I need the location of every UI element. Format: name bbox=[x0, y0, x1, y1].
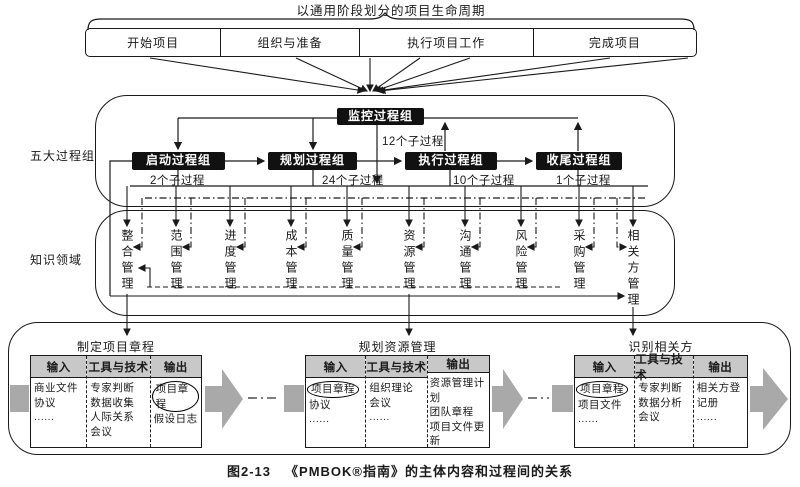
knowledge-area-procurement: 采购管理 bbox=[572, 229, 586, 293]
closing-process-group-box: 收尾过程组 bbox=[536, 152, 622, 170]
list-item: 项目文件更新 bbox=[429, 420, 485, 448]
list-item: ...... bbox=[369, 411, 390, 423]
monitoring-subprocess-count: 12个子过程 bbox=[382, 136, 444, 148]
list-item: ...... bbox=[309, 413, 330, 425]
phase-execute: 执行项目工作 bbox=[358, 29, 533, 56]
circled-project-charter: 项目章程 bbox=[307, 381, 359, 398]
list-item: 假设日志 bbox=[153, 413, 198, 425]
list-item: 专家判断 bbox=[90, 382, 135, 394]
lifecycle-phase-row: 开始项目 组织与准备 执行项目工作 完成项目 bbox=[85, 28, 697, 57]
knowledge-area-integration: 整合管理 bbox=[120, 229, 134, 293]
tools-list: 专家判断 数据分析 会议 bbox=[635, 378, 692, 425]
list-item: 商业文件 bbox=[34, 382, 78, 394]
planning-process-group-box: 规划过程组 bbox=[268, 152, 357, 170]
tools-list: 专家判断 数据收集 人际关系 会议 bbox=[87, 378, 149, 439]
circled-project-charter: 项目章程 bbox=[576, 381, 628, 398]
list-item: 组织理论 bbox=[369, 382, 414, 394]
knowledge-area-cost: 成本管理 bbox=[284, 229, 298, 293]
figure-number: 图2-13 bbox=[227, 464, 272, 479]
executing-subprocess-count: 10个子过程 bbox=[453, 175, 515, 187]
input-list: 项目章程 协议 ...... bbox=[306, 378, 365, 427]
knowledge-area-schedule: 进度管理 bbox=[223, 229, 237, 293]
process-groups-container bbox=[95, 95, 675, 207]
knowledge-area-communication: 沟通管理 bbox=[458, 229, 472, 293]
planning-subprocess-count: 24个子过程 bbox=[322, 175, 384, 187]
process-table-plan-resource: 输入 项目章程 协议 ...... 工具与技术 组织理论 会议 ...... 输… bbox=[305, 355, 490, 448]
output-list: 资源管理计划 团队章程 项目文件更新 bbox=[428, 373, 489, 449]
process-title-develop-charter: 制定项目章程 bbox=[76, 340, 155, 354]
knowledge-areas-side-label: 知识领域 bbox=[30, 253, 83, 267]
closing-subprocess-count: 1个子过程 bbox=[556, 175, 611, 187]
process-title-identify-stakeholders: 识别相关方 bbox=[628, 340, 694, 354]
figure-title: 《PMBOK®指南》的主体内容和过程间的关系 bbox=[285, 464, 573, 479]
list-item: 协议 bbox=[34, 396, 56, 409]
input-header: 输入 bbox=[575, 356, 635, 378]
list-item: 人际关系 bbox=[90, 411, 135, 423]
knowledge-area-resource: 资源管理 bbox=[402, 229, 416, 293]
list-item: 会议 bbox=[369, 396, 392, 409]
list-item: ...... bbox=[34, 411, 55, 423]
output-header: 输出 bbox=[693, 356, 747, 378]
list-item: 资源管理计划 bbox=[429, 377, 485, 404]
list-item: 专家判断 bbox=[638, 382, 683, 394]
knowledge-area-stakeholder: 相关方管理 bbox=[626, 229, 640, 309]
phase-finish: 完成项目 bbox=[532, 29, 696, 56]
output-header: 输出 bbox=[150, 356, 202, 378]
input-list: 项目章程 项目文件 ...... bbox=[575, 378, 634, 427]
output-header: 输出 bbox=[427, 356, 489, 373]
tools-list: 组织理论 会议 ...... bbox=[366, 378, 426, 425]
input-list: 商业文件 协议 ...... bbox=[31, 378, 86, 425]
input-header: 输入 bbox=[306, 356, 366, 378]
list-item: ...... bbox=[696, 411, 718, 423]
tools-header: 工具与技术 bbox=[635, 354, 693, 382]
list-item: ...... bbox=[578, 413, 599, 425]
output-list: 项目章程 假设日志 bbox=[151, 378, 201, 427]
list-item: 相关方登记册 bbox=[696, 382, 741, 409]
process-groups-side-label: 五大过程组 bbox=[30, 149, 96, 163]
tools-header: 工具与技术 bbox=[366, 356, 427, 378]
phase-organize: 组织与准备 bbox=[220, 29, 358, 56]
knowledge-area-risk: 风险管理 bbox=[514, 229, 528, 293]
list-item: 项目文件 bbox=[578, 398, 622, 411]
initiating-subprocess-count: 2个子过程 bbox=[150, 175, 205, 187]
figure-caption: 图2-13 《PMBOK®指南》的主体内容和过程间的关系 bbox=[0, 461, 800, 480]
knowledge-area-scope: 范围管理 bbox=[169, 229, 183, 293]
output-list: 相关方登记册 ...... bbox=[694, 378, 747, 425]
input-header: 输入 bbox=[31, 356, 87, 378]
process-title-plan-resource: 规划资源管理 bbox=[358, 340, 437, 354]
process-detail-container bbox=[8, 322, 791, 455]
circled-project-charter: 项目章程 bbox=[151, 381, 200, 412]
list-item: 数据分析 bbox=[638, 396, 683, 409]
monitoring-process-group-box: 监控过程组 bbox=[337, 108, 424, 125]
phase-start: 开始项目 bbox=[127, 36, 180, 50]
list-item: 会议 bbox=[638, 411, 661, 423]
converging-arrows bbox=[149, 57, 689, 95]
tools-header: 工具与技术 bbox=[87, 356, 150, 378]
list-item: 协议 bbox=[309, 398, 331, 411]
list-item: 数据收集 bbox=[90, 396, 135, 409]
lifecycle-label: 以通用阶段划分的项目生命周期 bbox=[296, 4, 486, 18]
knowledge-area-quality: 质量管理 bbox=[340, 229, 354, 293]
knowledge-areas-container bbox=[95, 210, 675, 316]
initiating-process-group-box: 启动过程组 bbox=[132, 152, 225, 170]
list-item: 会议 bbox=[90, 425, 113, 438]
executing-process-group-box: 执行过程组 bbox=[405, 152, 497, 170]
list-item: 团队章程 bbox=[429, 406, 474, 418]
process-table-identify-stakeholders: 输入 项目章程 项目文件 ...... 工具与技术 专家判断 数据分析 会议 输… bbox=[574, 354, 748, 448]
process-table-develop-charter: 输入 商业文件 协议 ...... 工具与技术 专家判断 数据收集 人际关系 会… bbox=[30, 355, 202, 448]
